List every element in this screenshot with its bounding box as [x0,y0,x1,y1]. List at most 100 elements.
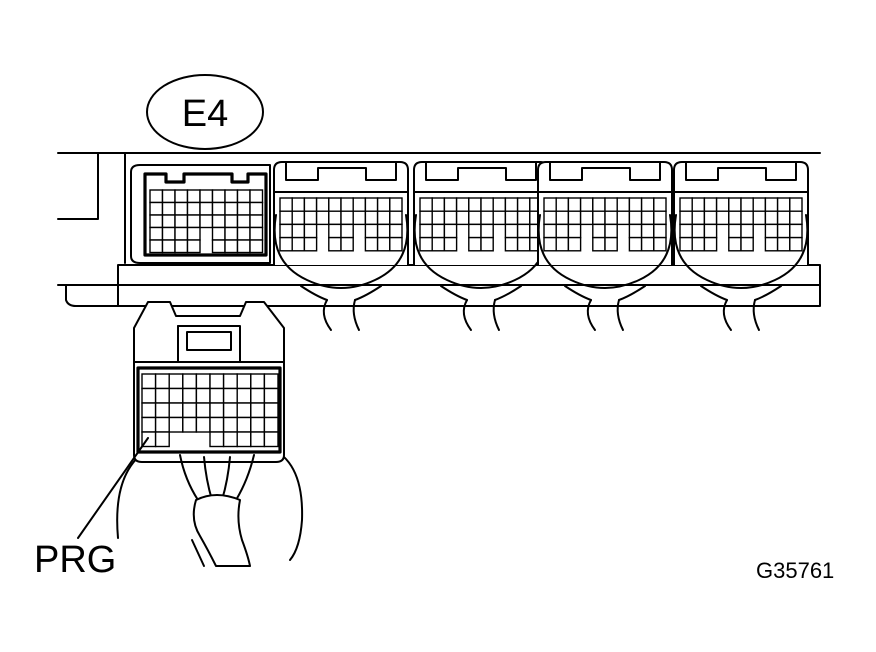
terminal-cell [186,239,201,254]
terminal-cell [182,387,198,404]
terminal-cell [691,223,706,239]
terminal-cell [543,210,557,226]
terminal-cell [764,236,779,252]
terminal-cell [431,210,446,226]
terminal-cell [364,197,379,212]
harness-loop [273,214,409,289]
terminal-cell [249,239,264,254]
terminal-cell [604,236,618,252]
terminal-cell [764,223,779,239]
terminal-cell [199,189,214,204]
terminal-cell [776,236,791,252]
terminal-cell [224,201,239,216]
terminal-cell [250,402,266,419]
plug-terminal-grid [141,373,279,448]
terminal-cell [455,210,470,226]
terminal-cell [328,197,342,212]
terminal-cell [640,197,655,212]
terminal-cell [480,223,494,239]
terminal-cell [222,431,238,448]
mating-connector [413,161,549,331]
terminal-cell [279,197,293,212]
terminal-cell [211,214,226,229]
terminal-cell [468,223,482,239]
terminal-cell [279,236,293,252]
terminal-cell [389,210,403,226]
terminal-cell [628,223,643,239]
terminal-cell [236,373,252,390]
e4-terminal-grid [149,189,264,254]
terminal-cell [419,223,433,239]
wire [494,285,522,301]
terminal-cell [250,373,266,390]
terminal-cell [715,197,730,212]
terminal-cell [149,201,164,216]
wire [322,299,332,331]
terminal-cell [728,223,742,239]
terminal-cell [352,210,367,226]
connector-latch [685,161,797,181]
terminal-cell [149,226,164,241]
terminal-cell [279,223,293,239]
terminal-cell [249,201,264,216]
terminal-cell [340,223,354,239]
terminal-cell [703,236,718,252]
terminal-cell [211,189,226,204]
terminal-cell [154,416,170,433]
terminal-cell [492,210,507,226]
terminal-cell [443,197,458,212]
terminal-cell [249,214,264,229]
wire [586,299,596,331]
terminal-cell [174,214,189,229]
terminal-cell [154,431,170,448]
terminal-cell [328,223,342,239]
terminal-cell [480,236,494,252]
terminal-cell [789,197,803,212]
terminal-cell [376,210,391,226]
terminal-cell [199,201,214,216]
harness-loop [537,214,673,289]
terminal-cell [504,236,519,252]
terminal-cell [640,210,655,226]
terminal-cell [480,197,494,212]
wire [440,285,468,301]
terminal-cell [291,236,306,252]
terminal-cell [154,387,170,404]
figure-id: G35761 [756,558,834,583]
terminal-cell [315,210,330,226]
terminal-cell [443,210,458,226]
terminal-cell [352,197,367,212]
terminal-cell [250,416,266,433]
mating-connector [273,161,409,331]
terminal-cell [250,431,266,448]
terminal-cell [195,373,211,390]
terminal-cell [555,236,570,252]
terminal-cell [186,189,201,204]
terminal-cell [236,226,251,241]
wire [616,299,624,331]
terminal-cell [141,387,157,404]
terminal-cell [653,223,667,239]
terminal-cell [211,226,226,241]
terminal-cell [376,223,391,239]
connector-latch [425,161,537,181]
terminal-cell [182,373,198,390]
terminal-cell [555,210,570,226]
wire [492,299,500,331]
terminal-cell [653,236,667,252]
terminal-cell [789,210,803,226]
terminal-cell [376,236,391,252]
terminal-cell [250,387,266,404]
harness-loop [673,214,809,289]
terminal-cell [303,236,318,252]
terminal-cell [504,197,519,212]
terminal-cell [195,387,211,404]
wire [352,299,360,331]
terminal-cell [679,236,693,252]
terminal-cell [567,236,582,252]
terminal-cell [340,210,354,226]
mating-connector [673,161,809,331]
terminal-cell [209,387,225,404]
terminal-cell [567,223,582,239]
terminal-cell [161,214,176,229]
